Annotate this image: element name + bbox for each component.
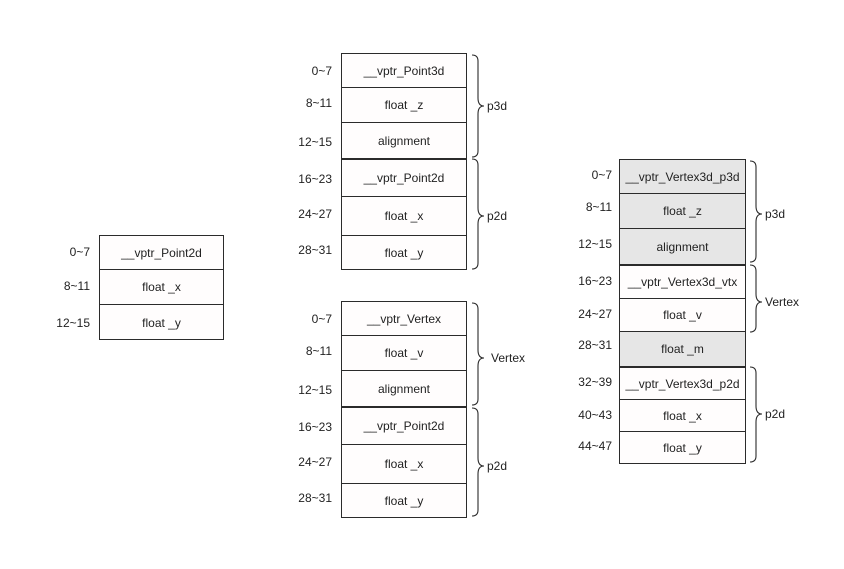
field-label: __vptr_Point3d — [363, 63, 445, 78]
vertex-layout: __vptr_Vertex float _v alignment __vptr_… — [341, 301, 467, 518]
field-label: __vptr_Point2d — [363, 171, 445, 185]
vertex-cell-3: __vptr_Point2d — [342, 406, 466, 444]
vertex3d-cell-0: __vptr_Vertex3d_p3d — [620, 160, 745, 193]
vertex-cell-5: float _y — [342, 483, 466, 517]
field-label: __vptr_Vertex — [366, 311, 442, 326]
offset-label: 0~7 — [311, 64, 332, 78]
offset-label: 8~11 — [305, 96, 332, 110]
vertex-cell-1: float _v — [342, 335, 466, 370]
point2d-layout: __vptr_Point2d float _x float _y — [99, 235, 224, 340]
point3d-cell-1: float _z — [342, 87, 466, 122]
offset-label: 28~31 — [298, 491, 332, 505]
vertex3d-cell-8: float _y — [620, 431, 745, 463]
field-label: float _y — [663, 440, 702, 455]
point2d-cell-0: __vptr_Point2d — [100, 236, 223, 269]
brace-vertex3d-p3d — [749, 160, 763, 263]
offset-label: 12~15 — [56, 316, 90, 330]
field-label: float _m — [661, 342, 704, 356]
field-label: float _x — [142, 280, 181, 294]
field-label: __vptr_Point2d — [363, 419, 445, 433]
point3d-cell-3: __vptr_Point2d — [342, 158, 466, 196]
field-label: __vptr_Point2d — [121, 245, 202, 260]
offset-label: 0~7 — [591, 168, 612, 182]
offset-label: 28~31 — [298, 243, 332, 257]
field-label: float _y — [384, 245, 424, 260]
point3d-cell-2: alignment — [342, 122, 466, 158]
point3d-cell-0: __vptr_Point3d — [342, 54, 466, 87]
offset-label: 28~31 — [578, 338, 612, 352]
vertex3d-cell-6: __vptr_Vertex3d_p2d — [620, 366, 745, 399]
vertex3d-layout: __vptr_Vertex3d_p3d float _z alignment _… — [619, 159, 746, 464]
offset-label: 24~27 — [298, 455, 332, 469]
field-label: float _z — [384, 98, 424, 112]
point3d-cell-4: float _x — [342, 196, 466, 235]
group-label-p2d: p2d — [765, 407, 786, 421]
point2d-cell-1: float _x — [100, 269, 223, 304]
field-label: float _z — [663, 204, 702, 218]
offset-label: 44~47 — [578, 439, 612, 453]
vertex-cell-4: float _x — [342, 444, 466, 483]
vertex3d-cell-5: float _m — [620, 331, 745, 366]
vertex-cell-2: alignment — [342, 370, 466, 406]
field-label: alignment — [656, 239, 709, 254]
offset-label: 40~43 — [578, 408, 612, 422]
group-label-vertex: Vertex — [765, 295, 800, 309]
group-label-p3d: p3d — [487, 99, 508, 113]
brace-vertex-vertex — [471, 302, 485, 406]
vertex-cell-0: __vptr_Vertex — [342, 302, 466, 335]
field-label: float _v — [384, 346, 424, 360]
offset-label: 0~7 — [69, 245, 90, 259]
offset-label: 12~15 — [298, 383, 332, 397]
point3d-cell-5: float _y — [342, 235, 466, 269]
brace-vertex3d-vertex — [749, 264, 763, 333]
offset-label: 24~27 — [298, 207, 332, 221]
offset-label: 0~7 — [311, 312, 332, 326]
field-label: float _y — [384, 493, 424, 508]
field-label: alignment — [377, 133, 431, 148]
offset-label: 16~23 — [578, 274, 612, 288]
offset-label: 16~23 — [298, 420, 332, 434]
field-label: alignment — [377, 381, 431, 396]
field-label: __vptr_Vertex3d_p2d — [625, 376, 740, 391]
brace-point3d-p2d — [471, 158, 485, 270]
field-label: float _x — [663, 408, 702, 423]
field-label: __vptr_Vertex3d_vtx — [627, 275, 738, 289]
field-label: float _x — [384, 209, 424, 223]
group-label-p3d: p3d — [765, 207, 786, 221]
offset-label: 12~15 — [298, 135, 332, 149]
point3d-layout: __vptr_Point3d float _z alignment __vptr… — [341, 53, 467, 270]
group-label-p2d: p2d — [487, 209, 508, 223]
offset-label: 16~23 — [298, 172, 332, 186]
brace-vertex3d-p2d — [749, 366, 763, 463]
field-label: __vptr_Vertex3d_p3d — [625, 169, 740, 184]
brace-point3d-p3d — [471, 54, 485, 158]
group-label-p2d: p2d — [487, 459, 508, 473]
offset-label: 8~11 — [63, 279, 90, 293]
offset-label: 12~15 — [578, 237, 612, 251]
offset-label: 32~39 — [578, 375, 612, 389]
point2d-cell-2: float _y — [100, 304, 223, 340]
offset-label: 8~11 — [585, 200, 612, 214]
vertex3d-cell-7: float _x — [620, 399, 745, 431]
brace-vertex-p2d — [471, 407, 485, 517]
field-label: float _y — [142, 315, 181, 330]
field-label: float _v — [663, 308, 702, 322]
vertex3d-cell-4: float _v — [620, 298, 745, 331]
group-label-vertex: Vertex — [491, 351, 526, 365]
offset-label: 24~27 — [578, 307, 612, 321]
offset-label: 8~11 — [305, 344, 332, 358]
vertex3d-cell-3: __vptr_Vertex3d_vtx — [620, 264, 745, 298]
field-label: float _x — [384, 457, 424, 471]
vertex3d-cell-2: alignment — [620, 228, 745, 264]
vertex3d-cell-1: float _z — [620, 193, 745, 228]
